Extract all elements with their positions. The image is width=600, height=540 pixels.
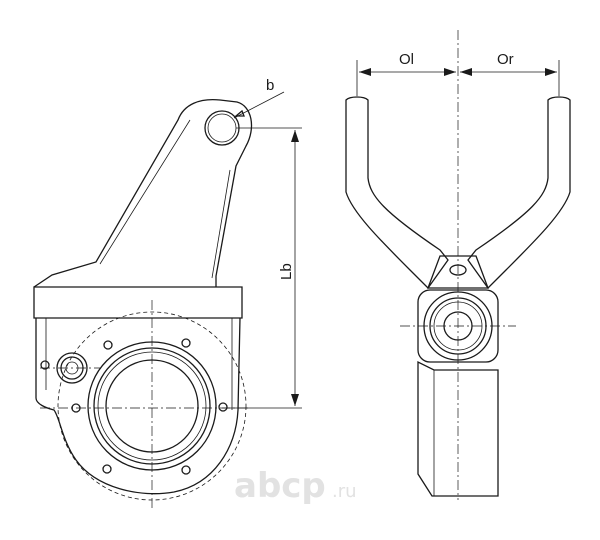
bolt-hole — [102, 464, 112, 474]
yoke-pin-hole — [449, 264, 467, 276]
dim-lb-arrow-bottom — [291, 394, 299, 406]
dim-b-arrow — [234, 109, 245, 117]
bore-ring-3 — [97, 351, 207, 461]
lever-arm-outline — [33, 98, 253, 288]
housing-top — [33, 286, 243, 319]
fork-arm-right — [467, 96, 571, 290]
dim-b-label: b — [266, 77, 274, 94]
bolt-hole — [218, 402, 228, 412]
front-view: Ol Or — [345, 30, 571, 500]
dim-ol-label: Ol — [399, 51, 414, 68]
grease-fitting — [40, 360, 50, 370]
dim-or-arrow-left — [460, 68, 472, 76]
dim-or-arrow-right — [545, 68, 557, 76]
fork-arm-left — [345, 96, 449, 290]
watermark-suffix: .ru — [332, 481, 357, 502]
housing-inner-edge — [45, 318, 233, 410]
worm-adjuster-outer — [56, 352, 88, 384]
pivot-hole — [204, 110, 240, 146]
bolt-hole — [181, 338, 191, 348]
dim-or-label: Or — [497, 51, 514, 68]
pivot-hole-inner — [207, 113, 237, 143]
side-view: b Lb — [33, 77, 302, 510]
bolt-hole — [103, 340, 113, 350]
dim-lb-arrow-top — [291, 130, 299, 142]
watermark: abcp .ru — [234, 466, 357, 506]
bolt-holes — [71, 338, 228, 475]
dim-ol-arrow-left — [359, 68, 371, 76]
dim-b-leader — [233, 91, 285, 119]
dim-lb-label: Lb — [278, 263, 295, 280]
watermark-main: abcp — [234, 466, 326, 506]
dim-ol-arrow-right — [444, 68, 456, 76]
lever-arm-inner — [99, 119, 231, 279]
bolt-hole — [181, 465, 191, 475]
yoke — [427, 255, 489, 289]
